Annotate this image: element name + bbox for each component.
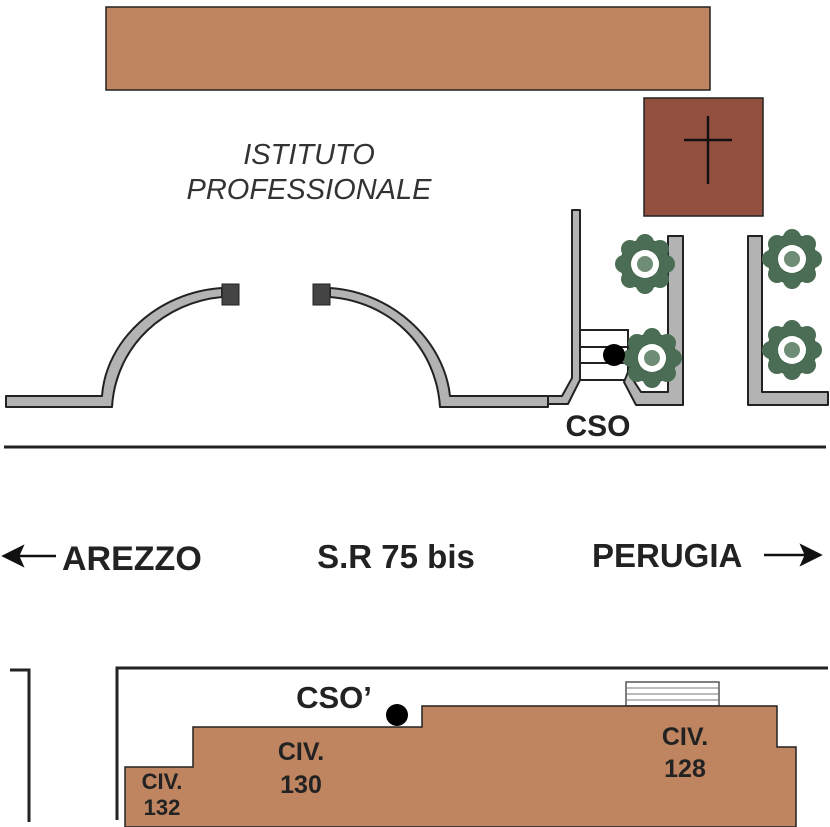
civ-130-label-line2: 130: [280, 771, 322, 799]
gate-wall-left: [5, 287, 223, 408]
tree-icon: [615, 234, 675, 294]
direction-east-label: PERUGIA: [592, 537, 742, 574]
civ-128-label-line2: 128: [664, 755, 706, 783]
church: [643, 97, 764, 217]
cso-south-marker: [386, 704, 408, 726]
civ-132-label-line1: CIV.: [142, 769, 183, 794]
flowerbed-wall-2: [747, 235, 829, 406]
gate-post-left: [221, 283, 240, 306]
civ-130-label-line1: CIV.: [278, 738, 324, 766]
direction-west-label: AREZZO: [62, 540, 202, 578]
tree-icon: [622, 328, 682, 388]
institute-label-line2: PROFESSIONALE: [187, 174, 433, 206]
road-edge-south-left: [10, 668, 31, 822]
entrance-wall: [547, 209, 581, 405]
institute-building: [105, 6, 711, 91]
road-edge-south: [115, 666, 828, 820]
gate-wall-right: [329, 287, 549, 408]
gate-post-right: [312, 283, 331, 306]
civ-128-label-line1: CIV.: [662, 723, 708, 751]
tree-icon: [762, 229, 822, 289]
south-buildings: [124, 705, 797, 827]
cso-south-label: CSO’: [296, 680, 372, 715]
arrow-left-icon: [1, 544, 56, 568]
latin-cross-icon: [684, 116, 732, 184]
arrow-right-icon: [764, 543, 823, 567]
civ-132-label-line2: 132: [144, 795, 181, 820]
stairs-civ-128: [625, 681, 720, 707]
institute-label-line1: ISTITUTO: [243, 139, 375, 171]
cso-north-marker: [603, 344, 625, 366]
road-name-label: S.R 75 bis: [317, 538, 475, 575]
cso-north-label: CSO: [565, 410, 630, 443]
tree-icon: [762, 320, 822, 380]
